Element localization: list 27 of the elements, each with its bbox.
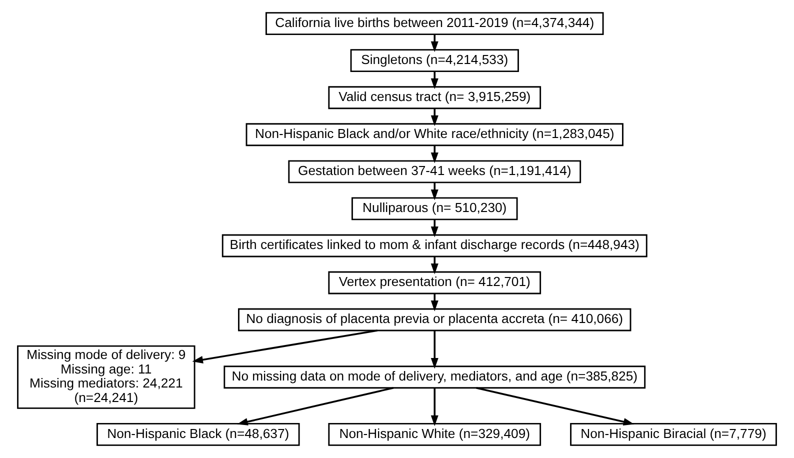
node-box: No diagnosis of placenta previa or placenta accreta (n= 410,066) (238, 308, 632, 332)
arrow (430, 330, 438, 369)
node-box: California live births between 2011-2019 (n=4,374,344) (266, 12, 604, 36)
node-box: Missing mode of delivery: 9 Missing age: 11 Missing mediators: 24,221 (n=24,241) (17, 345, 196, 409)
node-box: Non-Hispanic White (n=329,409) (328, 422, 542, 446)
node-box: Nulliparous (n= 510,230) (352, 197, 518, 220)
arrow (237, 387, 394, 426)
node-box: Valid census tract (n= 3,915,259) (328, 86, 542, 110)
arrow (430, 72, 438, 90)
node-box: Non-Hispanic Black (n=48,637) (96, 422, 300, 446)
node-box: Gestation between 37-41 weeks (n=1,191,414) (288, 160, 582, 184)
arrow (430, 182, 438, 200)
arrow (192, 330, 378, 364)
arrow (430, 256, 438, 274)
arrow (430, 34, 438, 52)
arrow (430, 294, 438, 312)
node-box: Birth certificates linked to mom & infant discharge records (n=448,943) (222, 234, 648, 258)
arrow (430, 146, 438, 164)
arrow (430, 388, 438, 426)
node-box: No missing data on mode of delivery, mediators, and age (n=385,825) (224, 366, 646, 389)
node-box: Non-Hispanic Biracial (n=7,779) (570, 422, 777, 446)
node-box: Singletons (n=4,214,533) (350, 49, 519, 72)
arrow (430, 220, 438, 238)
node-box: Vertex presentation (n= 412,701) (328, 271, 542, 294)
arrow (430, 108, 438, 126)
node-box: Non-Hispanic Black and/or White race/ethnicity (n=1,283,045) (246, 123, 624, 146)
arrow (476, 387, 634, 426)
